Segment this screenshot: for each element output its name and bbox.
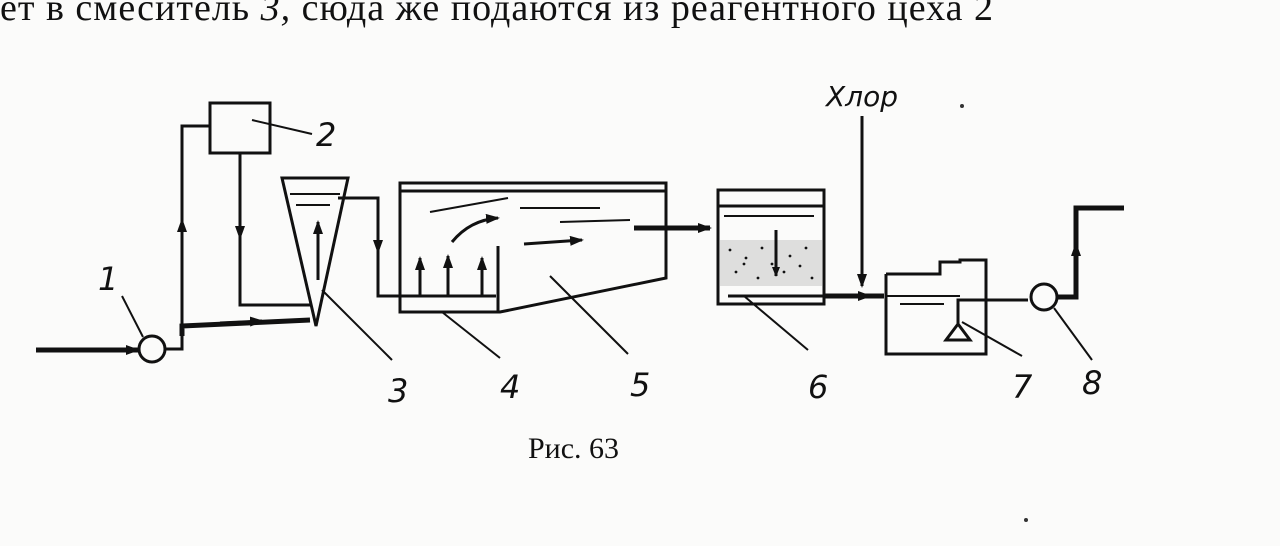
label-3: 3 xyxy=(388,372,408,410)
reservoir-7-suction-pipe xyxy=(956,298,1028,324)
speck-1 xyxy=(960,104,964,108)
settler-flow-line-1 xyxy=(429,197,509,213)
label-7: 7 xyxy=(1012,368,1033,406)
label-3-leader xyxy=(321,289,393,361)
pipe-pump-to-reagent xyxy=(166,124,210,351)
outlet-pipe xyxy=(1058,205,1124,300)
label-8-leader xyxy=(1053,307,1093,361)
arrow-raw-to-mixer xyxy=(219,316,264,327)
chamber-4-overflow-arrow xyxy=(450,213,500,243)
filter-6 xyxy=(716,188,826,306)
label-5-leader xyxy=(549,275,629,355)
label-8: 8 xyxy=(1082,364,1102,402)
pump-8 xyxy=(1029,282,1059,312)
settling-tank-body xyxy=(398,181,668,314)
pipe-reagent-to-mixer xyxy=(238,153,310,307)
filter-6-sand-dots xyxy=(728,246,814,280)
mixer-3 xyxy=(280,176,350,327)
chlorine-label: Хлор xyxy=(824,80,898,113)
reservoir-7 xyxy=(884,258,988,356)
pump-1-leader xyxy=(121,295,144,338)
label-7-leader xyxy=(961,321,1023,357)
speck-2 xyxy=(1024,518,1028,522)
label-5: 5 xyxy=(630,366,650,404)
label-2: 2 xyxy=(316,116,336,154)
figure-caption: Рис. 63 xyxy=(528,432,620,465)
label-2-leader xyxy=(251,119,313,135)
settler-flow-line-3 xyxy=(559,219,631,223)
label-6-leader xyxy=(743,295,809,351)
reagent-tank-2 xyxy=(208,101,272,155)
header-text: ет в смеситель 3, сюда же подаются из ре… xyxy=(0,0,1280,46)
label-1: 1 xyxy=(98,260,118,298)
reservoir-7-intake xyxy=(943,321,973,342)
label-4: 4 xyxy=(500,368,520,406)
pipe-mixer-to-chamber xyxy=(338,196,496,298)
header-text-end: сюда же подаются из реагентного цеха 2 xyxy=(291,0,994,29)
settler-flow-arrow xyxy=(523,235,584,246)
header-italic-number: 3, xyxy=(260,0,292,29)
pipe-raw-to-mixer xyxy=(179,317,311,336)
label-4-leader xyxy=(441,311,501,359)
header-text-start: ет в смеситель xyxy=(0,0,261,29)
label-6: 6 xyxy=(808,368,828,406)
pump-1 xyxy=(137,334,167,364)
